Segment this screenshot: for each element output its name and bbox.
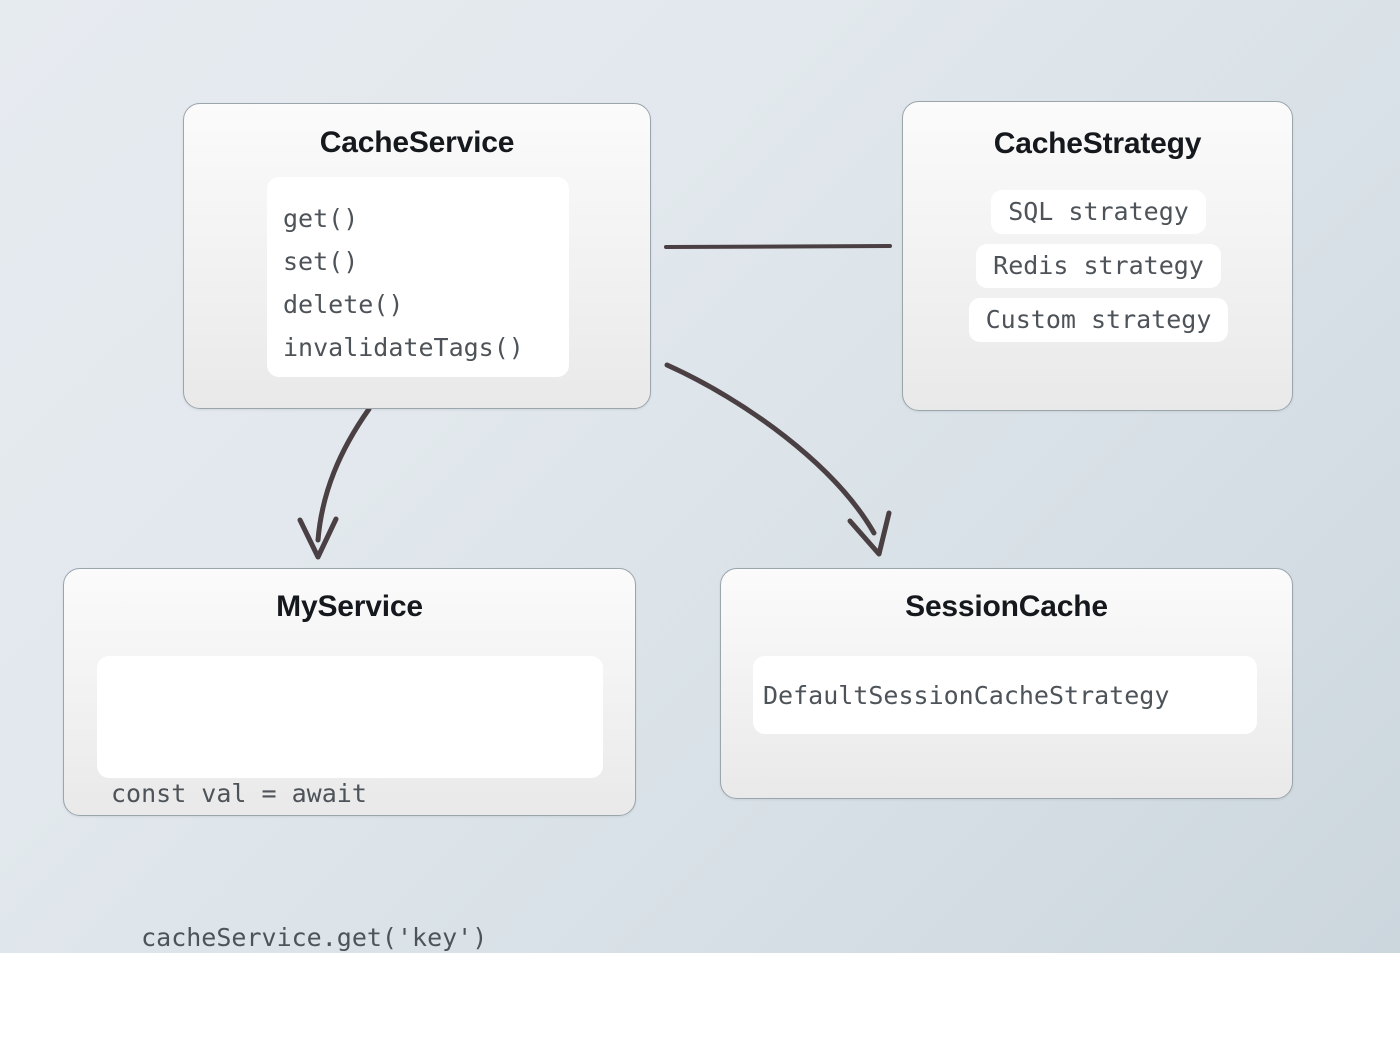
method-item: delete(): [283, 290, 404, 319]
arrowhead-sessioncache-icon: [847, 510, 892, 557]
cachestrategy-title: CacheStrategy: [993, 127, 1202, 160]
edge-cacheservice-to-myservice: [315, 406, 372, 543]
cachestrategy-chip-list: SQL strategy Redis strategy Custom strat…: [903, 190, 1294, 342]
method-item: get(): [283, 204, 359, 233]
edge-cacheservice-to-sessioncache: [664, 362, 877, 536]
sessioncache-strategy-label: DefaultSessionCacheStrategy: [763, 680, 1170, 710]
strategy-chip[interactable]: SQL strategy: [991, 190, 1206, 234]
node-cacheservice[interactable]: CacheService get() set() delete() invali…: [183, 103, 651, 409]
myservice-title: MyService: [276, 590, 423, 623]
node-myservice[interactable]: MyService const val = await cacheService…: [63, 568, 636, 952]
cacheservice-title: CacheService: [319, 126, 515, 159]
strategy-chip[interactable]: Custom strategy: [968, 298, 1229, 342]
code-line: const val = await: [111, 779, 367, 808]
sessioncache-title: SessionCache: [905, 590, 1108, 623]
diagram-canvas: CacheService get() set() delete() invali…: [0, 0, 1400, 953]
method-item: set(): [283, 247, 359, 276]
strategy-chip[interactable]: Redis strategy: [976, 244, 1221, 288]
cacheservice-methods-panel: get() set() delete() invalidateTags(): [267, 177, 569, 377]
code-line: cacheService.get('key'): [111, 923, 488, 952]
arrowhead-myservice-icon: [297, 516, 339, 560]
edge-cacheservice-to-cachestrategy: [664, 244, 892, 249]
node-sessioncache[interactable]: SessionCache DefaultSessionCacheStrategy: [720, 568, 1293, 799]
node-cachestrategy[interactable]: CacheStrategy SQL strategy Redis strateg…: [902, 101, 1293, 411]
method-item: invalidateTags(): [283, 333, 524, 362]
myservice-code-panel: const val = await cacheService.get('key'…: [97, 656, 603, 952]
sessioncache-strategy-panel: DefaultSessionCacheStrategy: [753, 656, 1257, 734]
